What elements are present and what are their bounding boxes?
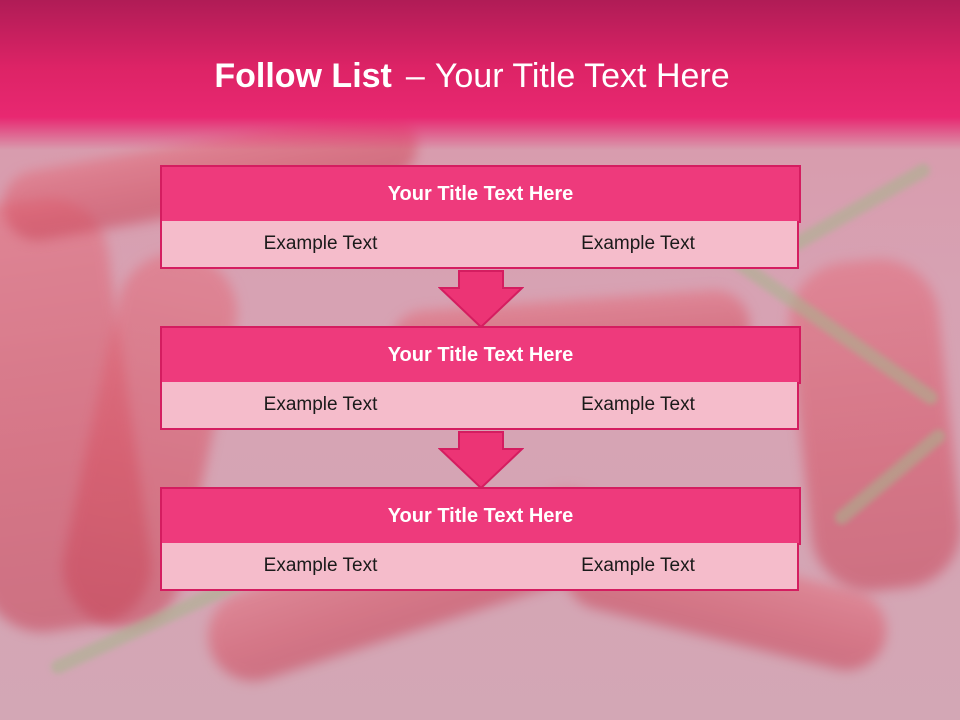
block-cell-right: Example Text bbox=[479, 543, 799, 591]
block-title: Your Title Text Here bbox=[160, 326, 801, 384]
title-band bbox=[0, 0, 960, 150]
down-arrow-icon bbox=[438, 431, 524, 489]
slide-title-dash: – bbox=[405, 57, 425, 95]
slide-title: Follow List–Your Title Text Here bbox=[0, 52, 944, 100]
slide-title-bold: Follow List bbox=[214, 57, 392, 95]
list-block-1: Your Title Text Here Example Text Exampl… bbox=[160, 165, 801, 271]
block-title: Your Title Text Here bbox=[160, 165, 801, 223]
block-cell-right: Example Text bbox=[479, 221, 799, 269]
block-cell-left: Example Text bbox=[160, 543, 481, 591]
slide-title-rest: Your Title Text Here bbox=[434, 57, 730, 95]
block-title: Your Title Text Here bbox=[160, 487, 801, 545]
block-cell-left: Example Text bbox=[160, 221, 481, 269]
down-arrow-icon bbox=[438, 270, 524, 328]
block-cell-right: Example Text bbox=[479, 382, 799, 430]
block-cell-left: Example Text bbox=[160, 382, 481, 430]
list-block-3: Your Title Text Here Example Text Exampl… bbox=[160, 487, 801, 593]
list-block-2: Your Title Text Here Example Text Exampl… bbox=[160, 326, 801, 432]
